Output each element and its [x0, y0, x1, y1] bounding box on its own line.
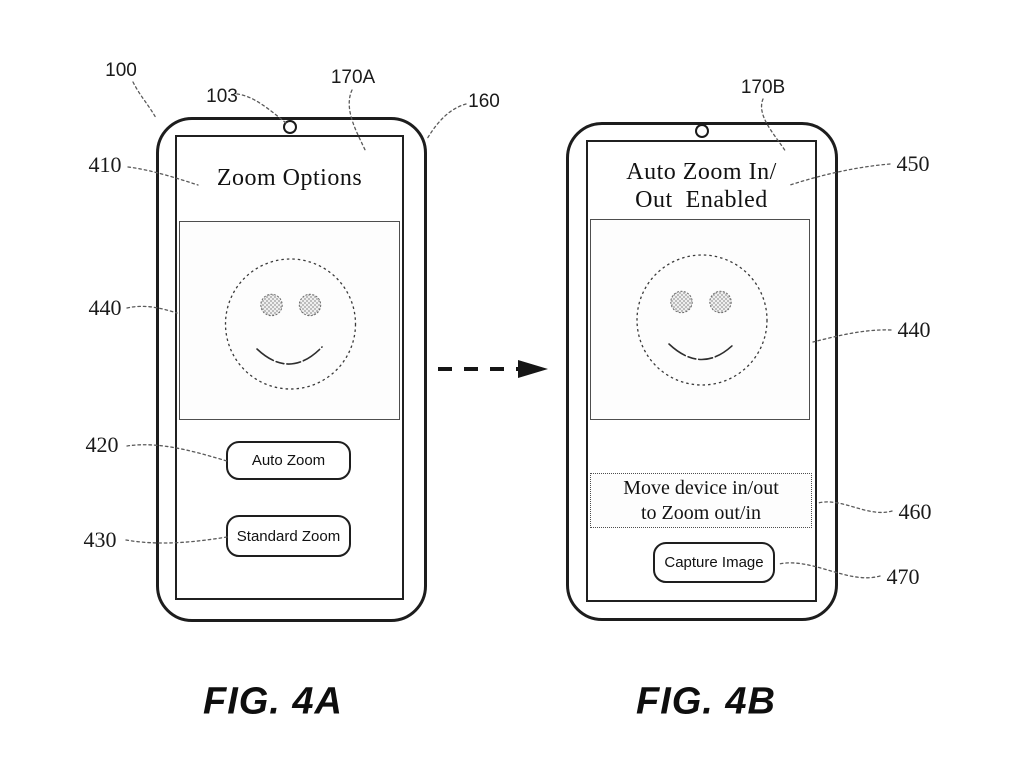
ref-label-160: 160: [468, 91, 500, 112]
ref-label-440-left: 440: [88, 295, 122, 320]
smile: [668, 343, 735, 361]
phone-device-a: Zoom Options Auto Zoom: [156, 117, 427, 622]
camera-preview-a: [179, 221, 400, 420]
phone-b-screen: Auto Zoom In/ Out Enabled: [586, 140, 817, 602]
smiley-face-icon: [636, 254, 768, 386]
capture-image-button: Capture Image: [653, 542, 775, 583]
phone-device-b: Auto Zoom In/ Out Enabled: [566, 122, 838, 621]
auto-zoom-enabled-title: Auto Zoom In/ Out Enabled: [588, 158, 815, 214]
right-eye: [709, 290, 732, 314]
ref-label-410: 410: [88, 152, 122, 177]
ref-label-170b: 170B: [740, 77, 786, 98]
leader-line-100: [132, 81, 157, 119]
ref-label-450: 450: [896, 151, 930, 176]
face-outline: [636, 254, 768, 386]
ref-label-420: 420: [85, 432, 119, 457]
transition-arrow-icon: [438, 360, 548, 378]
title-line-2: Out Enabled: [635, 187, 768, 213]
left-eye: [670, 290, 693, 314]
ref-label-460: 460: [898, 499, 932, 524]
front-camera-icon: [283, 120, 297, 134]
face-outline: [224, 258, 357, 390]
right-eye: [298, 293, 322, 317]
left-eye: [260, 293, 283, 317]
arrow-head: [518, 360, 548, 378]
instruction-line-1: Move device in/out: [623, 476, 779, 499]
camera-preview-b: [590, 219, 810, 420]
ref-label-430: 430: [83, 527, 117, 552]
ref-label-170a: 170A: [330, 67, 376, 88]
ref-label-470: 470: [886, 564, 920, 589]
zoom-options-title: Zoom Options: [216, 165, 363, 191]
ref-label-103: 103: [206, 86, 238, 107]
instruction-line-2: to Zoom out/in: [641, 501, 761, 524]
figure-caption-4b: FIG. 4B: [635, 680, 777, 723]
title-line-1: Auto Zoom In/: [626, 159, 777, 185]
move-device-instruction: Move device in/out to Zoom out/in: [590, 473, 812, 528]
smiley-face-icon: [224, 258, 357, 390]
front-camera-icon: [695, 124, 709, 138]
phone-a-screen: Zoom Options Auto Zoom: [175, 135, 404, 600]
auto-zoom-button: Auto Zoom: [226, 441, 351, 480]
ref-label-440-right: 440: [897, 317, 931, 342]
standard-zoom-button: Standard Zoom: [226, 515, 351, 557]
ref-label-100: 100: [105, 60, 137, 81]
figure-caption-4a: FIG. 4A: [202, 680, 344, 723]
smile: [256, 346, 323, 365]
leader-line-160: [426, 103, 467, 140]
